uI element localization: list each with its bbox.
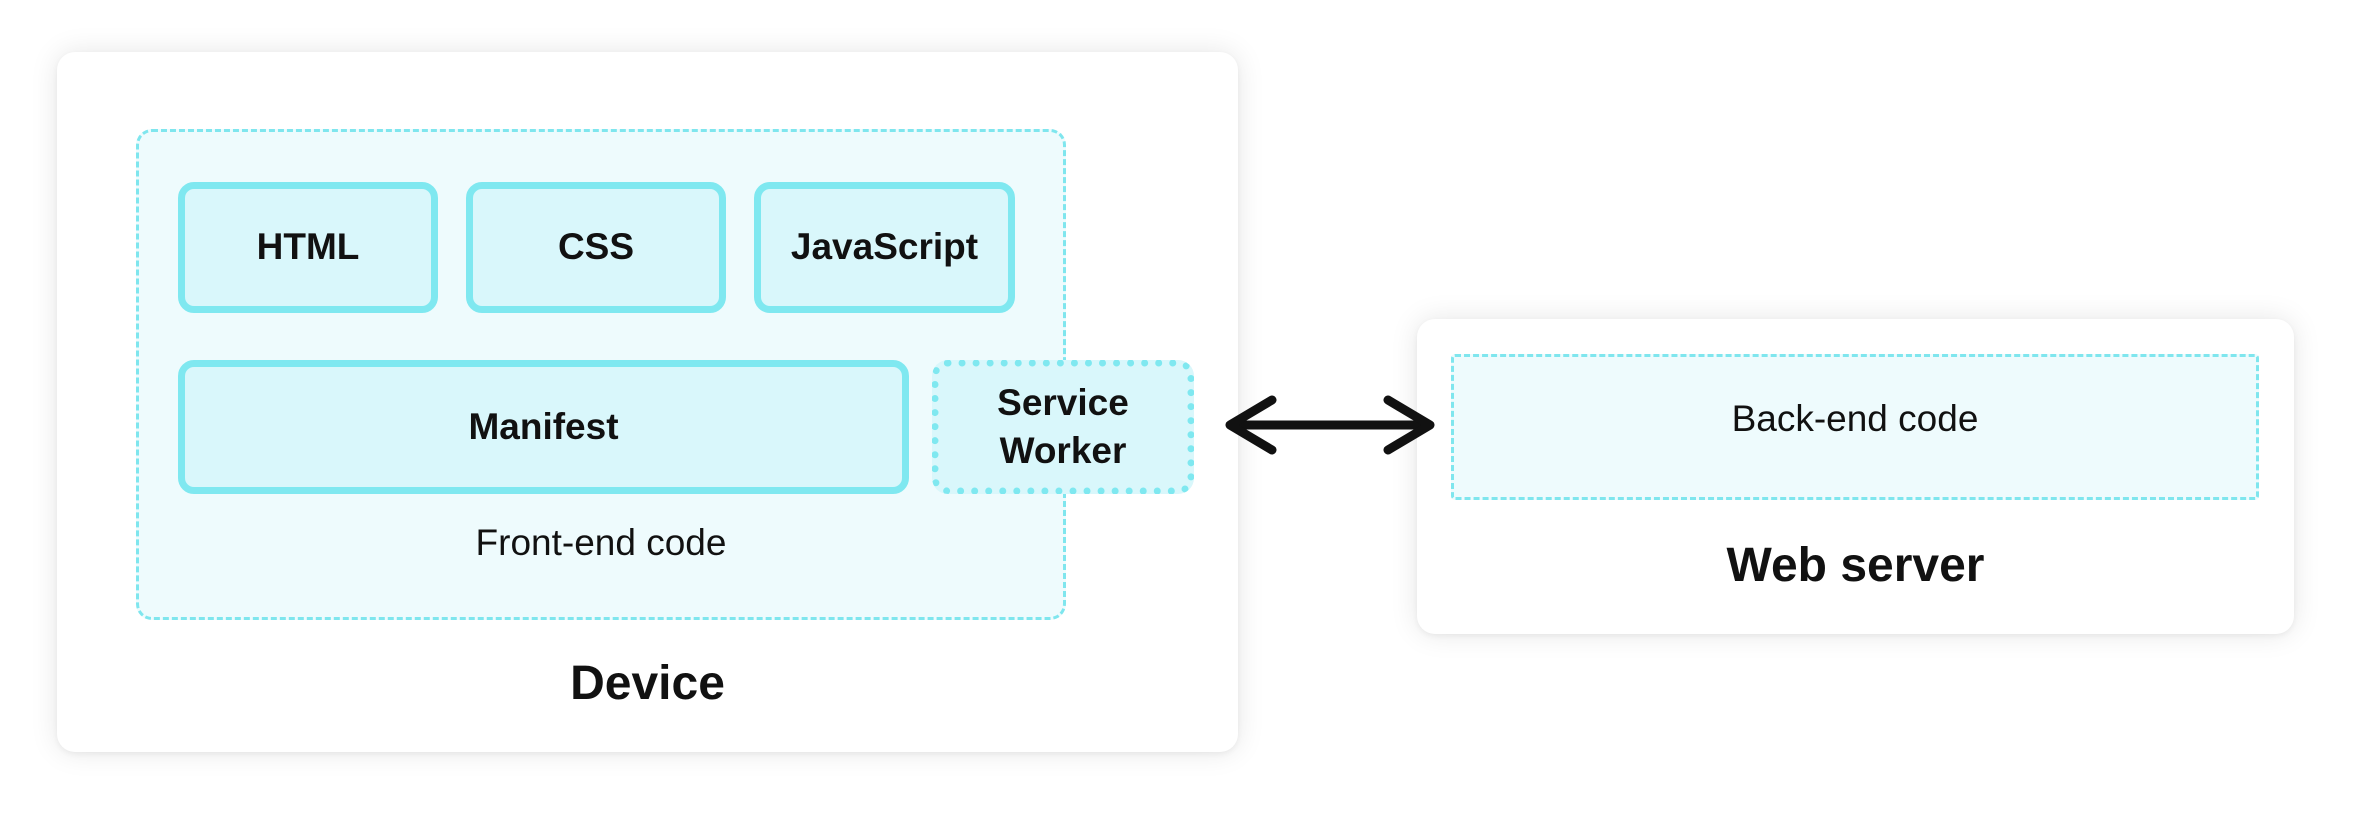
manifest-label: Manifest: [468, 405, 619, 447]
web-server-title: Web server: [1726, 539, 1985, 592]
backend-code-area: [1451, 354, 2259, 500]
manifest-block: Manifest: [178, 360, 909, 494]
javascript-label: JavaScript: [790, 226, 979, 268]
css-block: CSS: [466, 182, 726, 313]
service-worker-block: Service Worker: [932, 360, 1194, 494]
html-label: HTML: [256, 226, 360, 268]
device-title: Device: [570, 657, 725, 710]
css-label: CSS: [557, 226, 635, 268]
backend-code-label: Back-end code: [1731, 398, 1979, 439]
html-block: HTML: [178, 182, 438, 313]
service-worker-label: Service Worker: [997, 381, 1129, 471]
bidirectional-arrow-icon: [1225, 395, 1435, 455]
javascript-block: JavaScript: [754, 182, 1015, 313]
frontend-code-label: Front-end code: [475, 522, 727, 563]
